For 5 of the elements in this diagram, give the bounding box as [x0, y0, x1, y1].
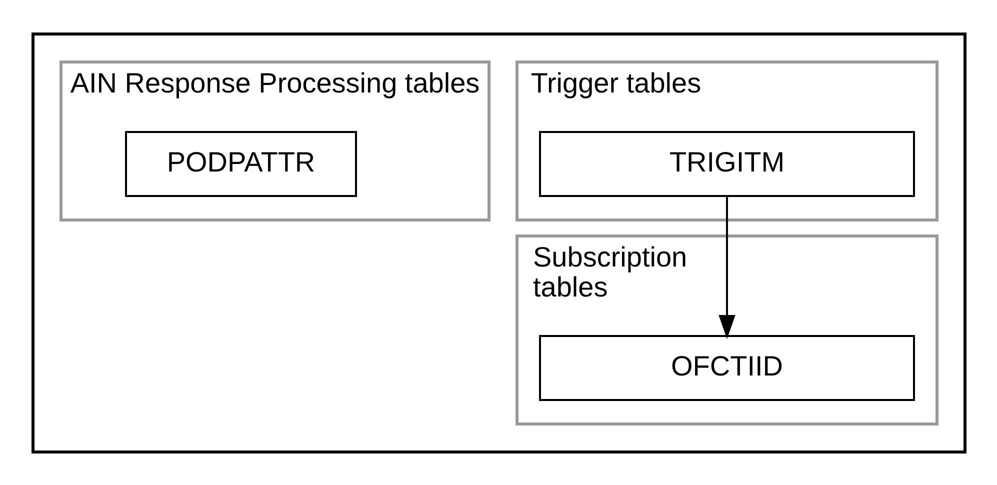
node-box: OFCTIID — [538, 334, 914, 400]
arrow — [718, 196, 735, 339]
node-box: PODPATTR — [124, 130, 356, 196]
cluster — [31, 32, 966, 453]
node-box: TRIGITM — [538, 130, 914, 196]
